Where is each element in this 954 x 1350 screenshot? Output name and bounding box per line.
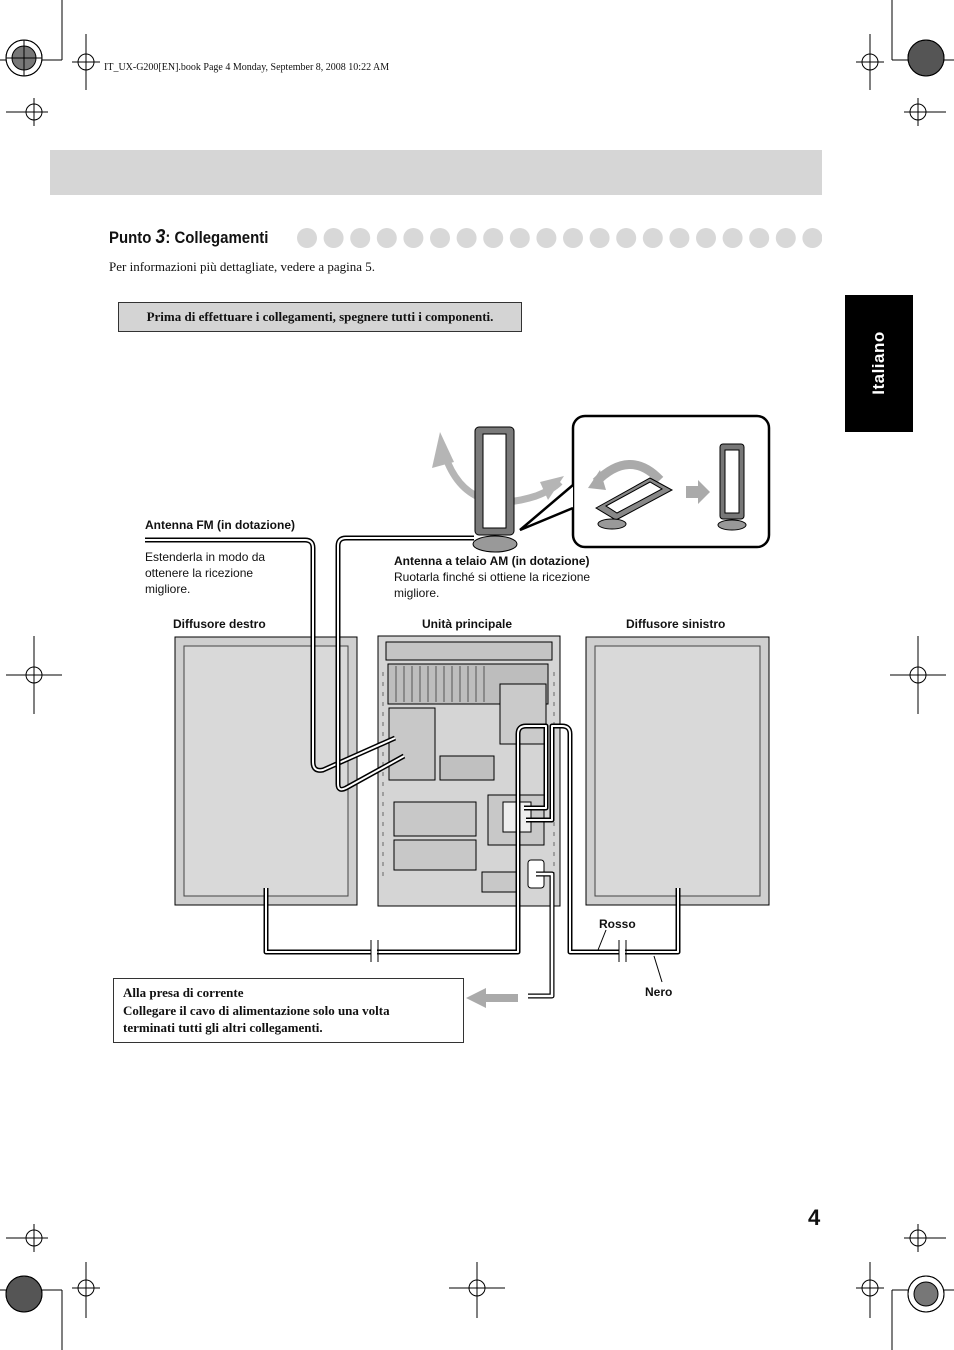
power-note-line: terminati tutti gli altri collegamenti. [123, 1020, 323, 1035]
page-number: 4 [808, 1205, 821, 1230]
fm-desc-line: migliore. [145, 582, 191, 596]
heading-dot [669, 228, 690, 248]
main-unit [377, 635, 561, 907]
heading-dot [430, 228, 450, 248]
heading-dot [616, 228, 637, 248]
power-arrow [466, 988, 518, 1008]
heading-dot [376, 228, 397, 248]
section-title: Punto 3: Collegamenti [109, 226, 274, 249]
language-tab: Italiano [845, 295, 913, 432]
heading-dot [536, 228, 557, 248]
am-desc-line: migliore. [394, 586, 440, 600]
heading-dot [323, 228, 344, 248]
heading-dot [722, 228, 743, 248]
heading-dot [297, 228, 317, 248]
left-speaker [585, 636, 770, 906]
am-antenna [432, 426, 564, 553]
heading-dot [642, 228, 663, 248]
red-wire-label: Rosso [599, 917, 636, 931]
header-band [50, 150, 822, 195]
fm-desc-line: Estenderla in modo da [145, 550, 266, 564]
power-note-line: Alla presa di corrente [123, 985, 244, 1000]
heading-dot [563, 228, 583, 248]
section-title-suffix: : Collegamenti [165, 228, 269, 247]
heading-dot [403, 228, 424, 248]
heading-dot [350, 228, 371, 248]
fm-antenna-title: Antenna FM (in dotazione) [145, 518, 295, 532]
heading-dot [696, 228, 716, 248]
left-speaker-label: Diffusore sinistro [626, 617, 726, 631]
heading-dot [749, 228, 770, 248]
language-tab-label: Italiano [869, 331, 888, 395]
warning-box: Prima di effettuare i collegamenti, speg… [118, 302, 522, 332]
heading-dots [297, 228, 822, 248]
am-desc-line: Ruotarla finché si ottiene la ricezione [394, 570, 591, 584]
right-speaker-label: Diffusore destro [173, 617, 266, 631]
heading-dot [456, 228, 477, 248]
power-note-box: Alla presa di corrente Collegare il cavo… [113, 978, 464, 1043]
am-antenna-title: Antenna a telaio AM (in dotazione) [394, 554, 590, 568]
heading-dot [802, 228, 822, 248]
heading-dot [589, 228, 610, 248]
right-speaker [174, 636, 358, 906]
am-antenna-inset [519, 414, 771, 549]
black-wire-label: Nero [645, 985, 673, 999]
book-info: IT_UX-G200[EN].book Page 4 Monday, Septe… [104, 62, 390, 73]
section-title-prefix: Punto [109, 228, 156, 247]
cables [145, 535, 681, 999]
heading-dot [483, 228, 504, 248]
main-unit-label: Unità principale [422, 617, 513, 631]
fm-desc-line: ottenere la ricezione [145, 566, 254, 580]
intro-text: Per informazioni più dettagliate, vedere… [109, 259, 376, 274]
heading-dot [509, 228, 530, 248]
fm-antenna-desc: Estenderla in modo da ottenere la ricezi… [145, 549, 265, 597]
warning-text: Prima di effettuare i collegamenti, speg… [146, 309, 494, 324]
heading-dot [775, 228, 796, 248]
power-note-line: Collegare il cavo di alimentazione solo … [123, 1002, 390, 1018]
section-number: 3 [155, 226, 166, 248]
am-antenna-label: Antenna a telaio AM (in dotazione) Ruota… [394, 553, 590, 601]
